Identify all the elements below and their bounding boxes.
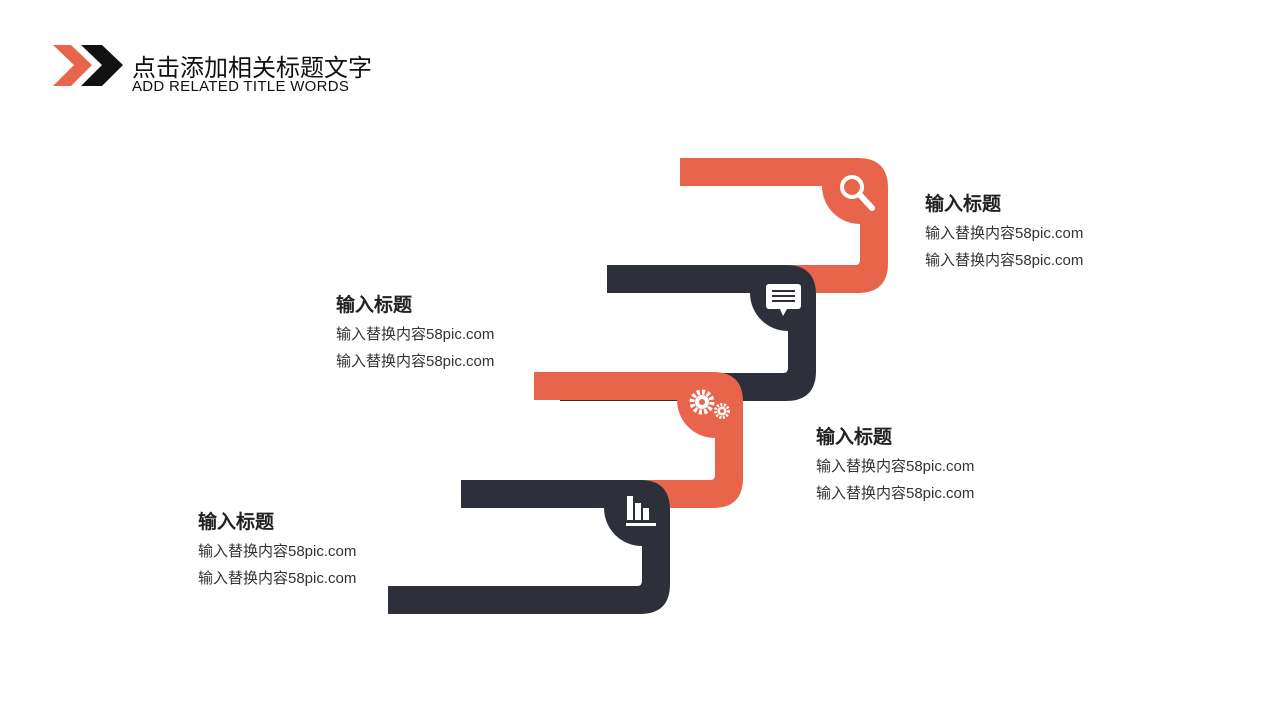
step-3-band (560, 265, 816, 401)
step-line[interactable]: 输入替换内容58pic.com (198, 570, 357, 587)
step-line[interactable]: 输入替换内容58pic.com (336, 353, 495, 370)
bar-chart-icon (626, 496, 656, 526)
chat-icon (766, 284, 801, 316)
step-2-text: 输入标题 输入替换内容58pic.com 输入替换内容58pic.com (816, 422, 974, 507)
step-2-band (500, 372, 743, 508)
gears-icon (689, 389, 730, 419)
step-title[interactable]: 输入标题 (925, 194, 1002, 215)
search-icon (840, 175, 875, 211)
step-1-band (388, 480, 670, 614)
step-3-text: 输入标题 输入替换内容58pic.com 输入替换内容58pic.com (336, 290, 494, 375)
step-4-text: 输入标题 输入替换内容58pic.com 输入替换内容58pic.com (925, 189, 1083, 274)
page-subtitle: ADD RELATED TITLE WORDS (132, 78, 350, 95)
step-title[interactable]: 输入标题 (816, 427, 893, 448)
step-title[interactable]: 输入标题 (198, 512, 275, 533)
step-title[interactable]: 输入标题 (336, 295, 413, 316)
page-title: 点击添加相关标题文字 (132, 55, 372, 82)
step-line[interactable]: 输入替换内容58pic.com (336, 326, 495, 343)
header-chevron-icon (53, 45, 123, 86)
step-line[interactable]: 输入替换内容58pic.com (816, 485, 975, 502)
step-line[interactable]: 输入替换内容58pic.com (816, 458, 975, 475)
step-line[interactable]: 输入替换内容58pic.com (925, 252, 1084, 269)
step-4-band (680, 158, 888, 293)
step-1-text: 输入标题 输入替换内容58pic.com 输入替换内容58pic.com (198, 507, 356, 592)
step-line[interactable]: 输入替换内容58pic.com (198, 543, 357, 560)
step-line[interactable]: 输入替换内容58pic.com (925, 225, 1084, 242)
